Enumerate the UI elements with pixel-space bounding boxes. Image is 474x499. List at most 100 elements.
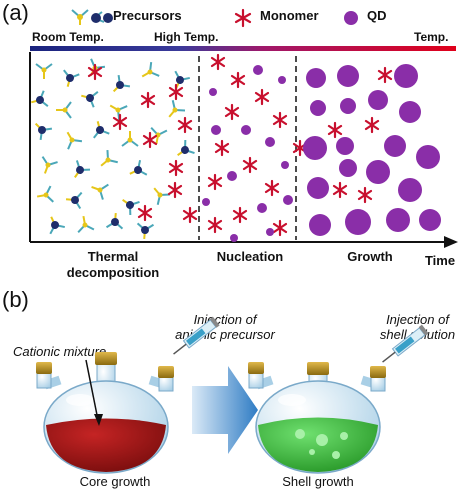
precursor-molecule	[91, 183, 109, 200]
monomer-mark	[182, 206, 198, 224]
precursor-molecule	[150, 127, 168, 145]
quantum-dot	[227, 171, 237, 181]
quantum-dot	[303, 136, 327, 160]
quantum-dot	[399, 101, 421, 123]
monomer-mark	[364, 116, 380, 134]
quantum-dot	[394, 64, 418, 88]
precursor-molecule	[41, 156, 58, 174]
quantum-dot	[416, 145, 440, 169]
quantum-dot	[386, 208, 410, 232]
quantum-dot	[266, 228, 274, 236]
monomer-mark	[254, 88, 270, 106]
quantum-dot	[307, 177, 329, 199]
monomer-mark	[232, 206, 248, 224]
precursor-molecule	[77, 215, 95, 233]
monomer-mark	[177, 116, 193, 134]
precursor-molecule	[34, 122, 53, 141]
quantum-dot	[281, 161, 289, 169]
precursor-molecule	[129, 160, 148, 176]
cationic-pointer-arrow	[85, 359, 99, 421]
quantum-dot	[368, 90, 388, 110]
precursor-molecule	[81, 91, 99, 108]
panel-b-label: (b)	[2, 287, 29, 312]
precursor-molecule	[177, 139, 195, 156]
quantum-dot	[419, 209, 441, 231]
precursor-molecule	[112, 74, 131, 93]
particles-group	[31, 53, 441, 242]
syringe-anionic-precursor	[173, 316, 220, 355]
precursor-molecule	[105, 212, 124, 230]
stopper-right	[158, 366, 174, 378]
monomer-mark	[112, 113, 128, 131]
quantum-dot	[310, 100, 326, 116]
legend-monomer-icon	[234, 8, 252, 28]
room-temp-label: Room Temp.	[32, 30, 104, 44]
syringe-shell-solution	[382, 324, 429, 363]
legend-precursor-icon	[71, 9, 113, 25]
monomer-mark	[377, 66, 393, 84]
quantum-dot	[265, 137, 275, 147]
quantum-dot	[230, 234, 238, 242]
precursor-molecule	[136, 222, 155, 240]
monomer-mark	[167, 181, 183, 199]
core-growth-caption: Core growth	[79, 474, 151, 489]
monomer-mark	[137, 204, 153, 222]
monomer-mark	[207, 173, 223, 191]
stopper-middle	[95, 352, 117, 365]
temperature-gradient-bar	[30, 46, 456, 51]
quantum-dot	[283, 195, 293, 205]
stopper-left	[36, 362, 52, 374]
precursor-molecule	[65, 191, 83, 210]
precursor-molecule	[66, 131, 83, 150]
quantum-dot	[253, 65, 263, 75]
quantum-dot	[278, 76, 286, 84]
precursor-molecule	[93, 121, 110, 139]
quantum-dot	[366, 160, 390, 184]
precursor-molecule	[49, 216, 65, 235]
monomer-mark	[230, 71, 246, 89]
monomer-mark	[87, 63, 103, 81]
flask-shell-growth	[248, 362, 386, 474]
monomer-mark	[272, 111, 288, 129]
stage-thermal-decomposition-line1: Thermal	[87, 249, 139, 264]
quantum-dot	[384, 135, 406, 157]
precursor-molecule	[56, 101, 72, 119]
quantum-dot	[202, 198, 210, 206]
monomer-mark	[214, 139, 230, 157]
panel-a-label: (a)	[2, 0, 29, 25]
monomer-mark	[332, 181, 348, 199]
monomer-mark	[327, 121, 343, 139]
temp-end-label: Temp.	[414, 30, 449, 44]
monomer-mark	[168, 83, 184, 101]
precursor-molecule	[122, 199, 140, 216]
precursor-molecule	[74, 160, 91, 178]
quantum-dot	[337, 65, 359, 87]
legend-qd-label: QD	[367, 8, 387, 23]
precursor-molecule	[36, 185, 54, 203]
monomer-mark	[210, 53, 226, 71]
quantum-dot	[306, 68, 326, 88]
quantum-dot	[336, 137, 354, 155]
monomer-mark	[140, 91, 156, 109]
cationic-mixture-label: Cationic mixture	[13, 344, 107, 359]
stage-thermal-decomposition-line2: decomposition	[66, 265, 160, 280]
precursor-molecule	[63, 69, 80, 87]
monomer-mark	[207, 216, 223, 234]
precursor-molecule	[141, 61, 160, 78]
precursor-molecule	[31, 90, 49, 107]
time-axis-label: Time	[424, 253, 456, 268]
quantum-dot	[209, 88, 217, 96]
quantum-dot	[211, 125, 221, 135]
precursor-molecule	[100, 149, 118, 167]
time-axis-arrowhead	[444, 236, 458, 248]
precursor-molecule	[168, 100, 186, 118]
monomer-mark	[242, 156, 258, 174]
high-temp-label: High Temp.	[154, 30, 219, 44]
process-arrow	[192, 366, 258, 454]
precursor-molecule	[121, 131, 139, 147]
quantum-dot	[340, 98, 356, 114]
legend-monomer-label: Monomer	[260, 8, 319, 23]
stage-growth-label: Growth	[347, 249, 393, 264]
flask-core-growth	[36, 352, 174, 474]
